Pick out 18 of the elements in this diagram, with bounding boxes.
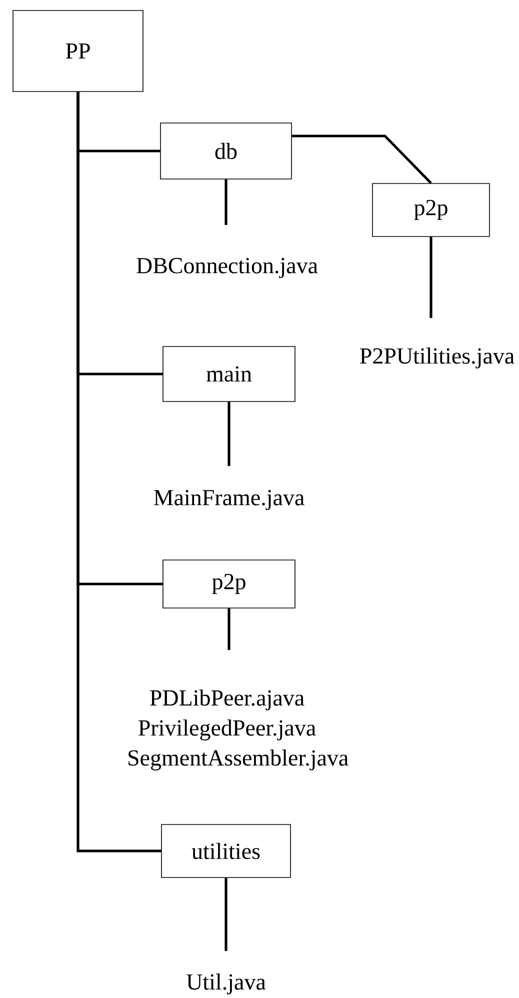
file-name: P2PUtilities.java	[360, 348, 514, 368]
folder-box: main	[162, 346, 296, 402]
folder-box: PP	[12, 10, 144, 92]
file-name: Util.java	[186, 974, 266, 994]
folder-box: p2p	[372, 183, 490, 237]
connector-line	[292, 134, 432, 184]
folder-box: p2p	[162, 560, 296, 608]
folder-box: utilities	[161, 824, 291, 878]
file-name: MainFrame.java	[154, 490, 304, 510]
connector-line	[76, 92, 162, 852]
connector-line	[224, 878, 228, 951]
file-name: DBConnection.java	[136, 258, 318, 278]
folder-box: db	[160, 122, 292, 180]
connector-line	[228, 402, 230, 466]
connector-line	[224, 179, 228, 225]
connector-line	[430, 236, 432, 318]
file-name: PDLibPeer.ajava PrivilegedPeer.java SegmentAssembler.java	[128, 690, 348, 770]
connector-line	[228, 608, 230, 650]
